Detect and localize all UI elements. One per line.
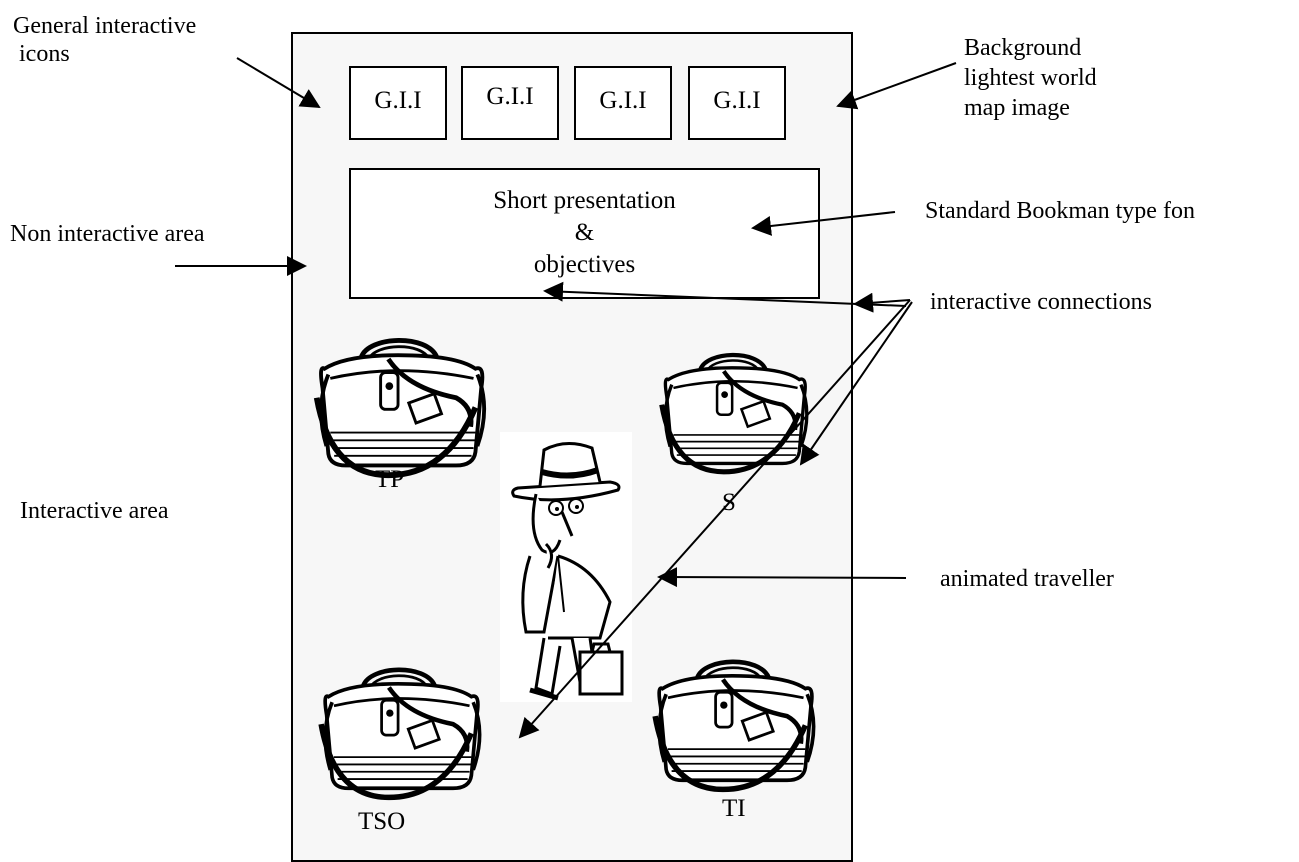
presentation-line-2: & <box>574 219 595 246</box>
traveller-icon[interactable] <box>500 432 632 702</box>
label-background-3: map image <box>964 95 1070 121</box>
presentation-box: Short presentation & objectives <box>349 168 820 299</box>
bag-tso-label: TSO <box>358 808 406 835</box>
label-non-interactive-area: Non interactive area <box>10 221 205 247</box>
arrow-general-icons <box>236 57 321 109</box>
label-general-icons-2: icons <box>19 41 70 67</box>
label-general-icons-1: General interactive <box>13 13 197 39</box>
arrow-traveller <box>657 567 907 588</box>
label-interactive-connections: interactive connections <box>930 289 1152 315</box>
gii-button-3[interactable]: G.I.I <box>574 66 672 140</box>
presentation-line-1: Short presentation <box>493 187 676 214</box>
arrow-connection-tp <box>543 281 907 307</box>
label-interactive-area: Interactive area <box>20 498 169 524</box>
arrow-connection-s <box>853 292 911 313</box>
arrow-background <box>836 62 957 110</box>
label-background-2: lightest world <box>964 65 1097 91</box>
bag-tp-label: TP <box>375 466 405 493</box>
arrow-connection-tso <box>518 299 911 739</box>
bag-ti-label: TI <box>722 795 746 822</box>
arrow-connection-ti <box>799 301 913 466</box>
arrow-font <box>751 211 896 236</box>
presentation-line-3: objectives <box>533 251 636 278</box>
label-font-note: Standard Bookman type fon <box>925 198 1195 224</box>
label-background-1: Background <box>964 35 1082 61</box>
gii-button-4[interactable]: G.I.I <box>688 66 786 140</box>
label-animated-traveller: animated traveller <box>940 566 1114 592</box>
gii-button-1[interactable]: G.I.I <box>349 66 447 140</box>
gii-button-2[interactable]: G.I.I <box>461 66 559 140</box>
